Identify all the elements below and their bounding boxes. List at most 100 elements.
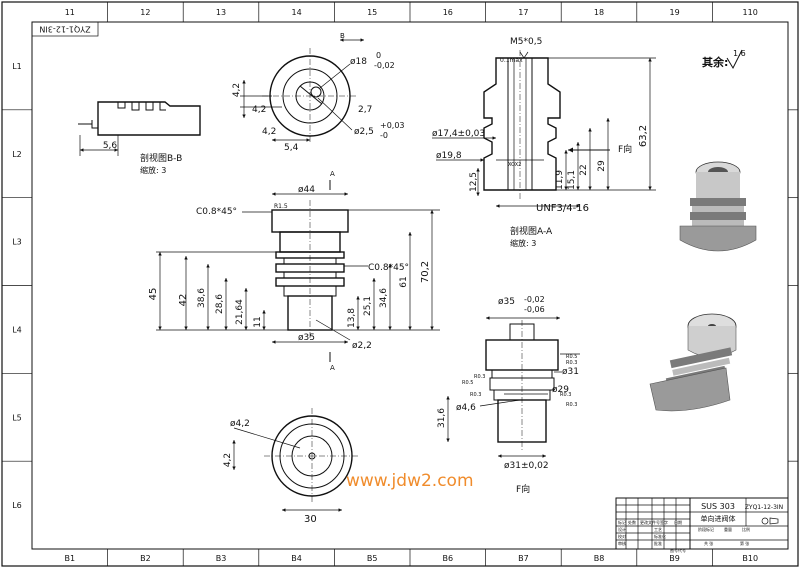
front-dia-bottom: ø35 xyxy=(298,333,315,343)
zone-label-top: 13 xyxy=(216,8,226,17)
bb-tol-hole-upper: +0,03 xyxy=(380,121,405,130)
bb-tol-hole-lower: -0 xyxy=(380,131,388,140)
section-bb-profile: 5,6 剖视图B-B 缩放: 3 xyxy=(78,101,201,175)
aa-h-151: 15,1 xyxy=(567,170,577,190)
bb-tol-main-lower: -0,02 xyxy=(374,61,395,70)
f-tol-top-upper: -0,02 xyxy=(524,295,545,304)
front-h-138: 13,8 xyxy=(347,308,357,328)
front-section-mark-bottom: A xyxy=(330,364,335,372)
zone-label-bottom: B6 xyxy=(443,554,454,563)
aa-perp-note: 0.1max xyxy=(500,57,523,64)
front-h-346: 34,6 xyxy=(379,288,389,308)
bottom-width: 30 xyxy=(304,514,317,525)
f-dia-top: ø35 xyxy=(498,297,515,307)
zone-label-top: 16 xyxy=(443,8,453,17)
aa-section-scale: 缩放: 3 xyxy=(510,238,536,248)
zone-label-bottom: B1 xyxy=(65,554,76,563)
front-h-702: 70,2 xyxy=(420,261,431,283)
top-circular-view: 4,2 4,2 5,4 4,2 2,7 B ø18 0 -0,02 ø2,5 +… xyxy=(232,32,405,153)
zone-label-top: 19 xyxy=(670,8,680,17)
bb-dim-27: 2,7 xyxy=(358,105,372,115)
tb-role-2: 校对 xyxy=(618,533,626,539)
front-r-note: R1.5 xyxy=(274,203,288,210)
aa-f-view-label: F向 xyxy=(618,143,632,155)
front-view: A ø44 C0.8*45° R1.5 C0.8*45° 45 42 38,6 … xyxy=(148,170,440,372)
zone-label-bottom: B7 xyxy=(518,554,529,563)
zone-label-bottom: B3 xyxy=(216,554,227,563)
aa-thread-top: M5*0,5 xyxy=(510,37,542,47)
aa-dia-2: ø19,8 xyxy=(436,151,462,161)
bottom-dia-hole: ø4,2 xyxy=(230,419,250,429)
f-dia-46: ø4,6 xyxy=(456,403,476,413)
zone-label-top: 18 xyxy=(594,8,604,17)
front-h-251: 25,1 xyxy=(363,296,373,316)
bb-width-dim: 5,6 xyxy=(103,141,118,151)
tb-role-6: 批准 xyxy=(654,540,662,546)
aa-h-29: 29 xyxy=(597,160,607,172)
front-chamfer-2: C0.8*45° xyxy=(368,263,409,273)
tb-row-label-3: 更改文件号 xyxy=(640,519,660,525)
front-h-2164: 21,64 xyxy=(235,299,245,325)
tb-role-5: 标准化 xyxy=(654,533,666,539)
aa-dia-1: ø17,4±0,03 xyxy=(432,129,485,139)
f-r-5: R0.3 xyxy=(470,392,481,398)
f-r-6: R0.3 xyxy=(560,392,571,398)
surface-note-value: 1.6 xyxy=(733,49,746,58)
aa-section-title: 剖视图A-A xyxy=(510,225,553,237)
tb-row-label-2: 处数 xyxy=(628,519,636,525)
zone-label-bottom: B4 xyxy=(291,554,302,563)
front-h-45: 45 xyxy=(148,288,159,301)
zone-label-side: L1 xyxy=(12,62,22,71)
tb-role-1: 设计 xyxy=(618,526,626,532)
tb-bottom-note: 图号代号 xyxy=(670,547,686,553)
zone-label-top: 11 xyxy=(65,8,75,17)
f-r-7: R0.3 xyxy=(566,402,577,408)
tb-drawing-no: ZYQ1-12-3IN xyxy=(745,504,783,511)
bottom-dim-side: 4,2 xyxy=(223,453,233,467)
bb-dim-3: 5,4 xyxy=(284,143,299,153)
aa-small-note: XOX2 xyxy=(508,162,521,168)
tb-row-label-4: 签字 xyxy=(660,519,668,525)
aa-h-22: 22 xyxy=(579,164,589,175)
tb-field-2: 重量 xyxy=(724,526,732,532)
tb-field-3: 比例 xyxy=(742,526,750,532)
surface-roughness-note: 其余: 1.6 xyxy=(702,49,746,70)
zone-label-side: L5 xyxy=(12,413,22,422)
f-tol-top-lower: -0,06 xyxy=(524,305,545,314)
zone-label-side: L3 xyxy=(12,238,22,247)
watermark: www.jdw2.com xyxy=(346,471,474,491)
front-chamfer-1: C0.8*45° xyxy=(196,207,237,217)
iso-render-top xyxy=(679,161,757,252)
front-h-286: 28,6 xyxy=(215,294,225,314)
bb-section-scale: 缩放: 3 xyxy=(140,165,166,175)
zone-label-top: 12 xyxy=(140,8,150,17)
bb-dia-hole: ø2,5 xyxy=(354,127,374,137)
bottom-circular-view: ø4,2 4,2 30 xyxy=(223,408,360,525)
corner-code-box: ZYQ1-12-3IN xyxy=(31,21,99,37)
aa-h-119: 11,9 xyxy=(555,170,565,190)
zone-label-bottom: B10 xyxy=(742,554,758,563)
f-view-title: F向 xyxy=(516,483,530,495)
title-block: SUS 303 单向进阀体 ZYQ1-12-3IN 标记 处数 更改文件号 签字… xyxy=(615,497,789,553)
tb-row-label-1: 标记 xyxy=(618,519,626,525)
tb-part-name: 单向进阀体 xyxy=(701,514,736,523)
zone-label-top: 14 xyxy=(292,8,302,17)
bb-section-title: 剖视图B-B xyxy=(140,152,182,164)
bb-tol-main-upper: 0 xyxy=(376,51,381,60)
bb-dim-1: 4,2 xyxy=(232,83,242,97)
zone-label-top: 17 xyxy=(518,8,528,17)
tb-material: SUS 303 xyxy=(701,502,735,511)
zone-label-bottom: B5 xyxy=(367,554,378,563)
f-dia-29: ø29 xyxy=(552,385,569,395)
front-h-61: 61 xyxy=(399,276,409,287)
zone-label-top: 110 xyxy=(743,8,758,17)
corner-code: ZYQ1-12-3IN xyxy=(39,25,90,34)
zone-label-side: L2 xyxy=(12,150,22,159)
zone-label-top: 15 xyxy=(367,8,377,17)
tb-sheet-total: 共 张 xyxy=(704,540,713,546)
bb-dia-hole-small: 4,2 xyxy=(262,127,276,137)
zone-label-side: L4 xyxy=(12,325,22,334)
bb-view-mark: B xyxy=(340,32,345,40)
tb-role-3: 审核 xyxy=(618,540,626,546)
front-dia-small: ø2,2 xyxy=(352,341,372,351)
